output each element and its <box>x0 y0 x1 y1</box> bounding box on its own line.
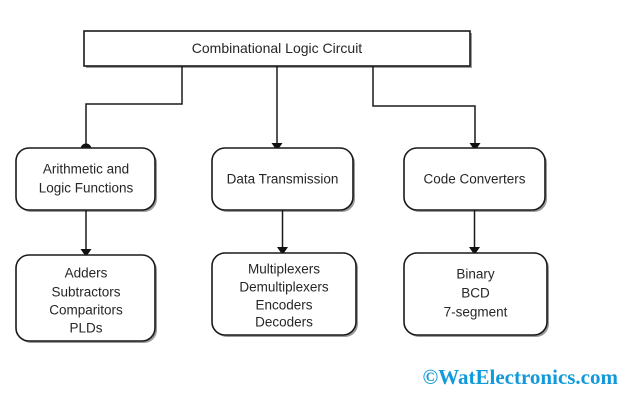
top-node-label: Combinational Logic Circuit <box>192 40 363 56</box>
code-converters-items-box <box>403 252 548 336</box>
arithmetic-node-label-line1: Arithmetic and <box>43 162 129 177</box>
connector-arrow-marker-binary <box>469 247 480 255</box>
code-converters-item-2: 7-segment <box>444 305 508 320</box>
connector-arrow-marker-adders <box>80 249 92 257</box>
node-data-transmission-items[interactable]: Multiplexers Demultiplexers Encoders Dec… <box>211 252 358 337</box>
node-arithmetic-and-logic-functions[interactable]: Arithmetic and Logic Functions <box>15 147 157 212</box>
data-transmission-node-label: Data Transmission <box>227 172 339 187</box>
data-transmission-item-3: Decoders <box>255 315 313 330</box>
arithmetic-items-box <box>15 254 156 342</box>
data-transmission-item-0: Multiplexers <box>248 262 320 277</box>
arithmetic-node-box <box>15 147 156 211</box>
arithmetic-item-1: Subtractors <box>51 285 120 300</box>
connector-top-to-arithmetic <box>85 66 183 148</box>
data-transmission-item-1: Demultiplexers <box>239 280 329 295</box>
node-combinational-logic-circuit[interactable]: Combinational Logic Circuit <box>83 30 472 68</box>
node-code-converters-items[interactable]: Binary BCD 7-segment <box>403 252 549 337</box>
connector-arrow-marker-code-converters <box>469 143 481 151</box>
code-converters-node-label: Code Converters <box>423 172 525 187</box>
arithmetic-item-3: PLDs <box>69 321 102 336</box>
watermark-label: ©WatElectronics.com <box>422 365 618 389</box>
code-converters-item-0: Binary <box>456 267 495 282</box>
top-node-box <box>83 30 471 67</box>
connector-arrow-marker-data-transmission <box>271 143 283 151</box>
connector-arrow-marker-multiplexers <box>277 247 288 255</box>
connector-group-level1 <box>80 66 481 155</box>
node-arithmetic-items[interactable]: Adders Subtractors Comparitors PLDs <box>15 254 157 343</box>
connector-group-level2 <box>80 210 480 257</box>
code-converters-item-1: BCD <box>461 286 490 301</box>
arithmetic-item-0: Adders <box>65 266 108 281</box>
data-transmission-item-2: Encoders <box>255 298 312 313</box>
arithmetic-node-label-line2: Logic Functions <box>39 181 134 196</box>
arithmetic-item-2: Comparitors <box>49 303 123 318</box>
data-transmission-items-box <box>211 252 357 336</box>
node-data-transmission[interactable]: Data Transmission <box>211 147 355 212</box>
node-code-converters[interactable]: Code Converters <box>403 147 547 212</box>
connector-top-to-code-converters <box>372 66 476 145</box>
